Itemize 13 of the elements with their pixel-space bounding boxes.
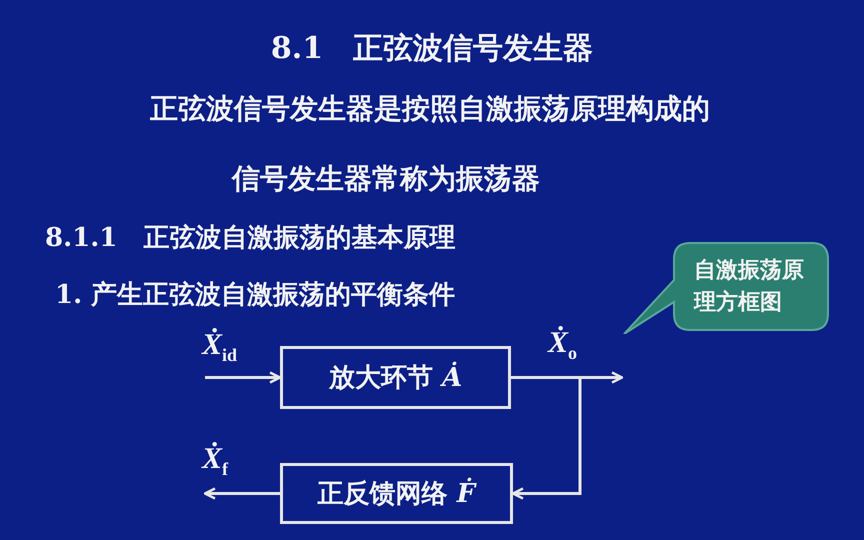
section-heading: 8.1.1 正弦波自激振荡的基本原理 — [45, 222, 456, 255]
feedback-box: 正反馈网络 Ḟ — [280, 463, 513, 524]
title: 8.1 正弦波信号发生器 — [270, 30, 594, 68]
amplifier-box: 放大环节 Ȧ — [280, 346, 511, 409]
arrow — [511, 376, 582, 500]
signal-label: Ẋ$_{id}$ — [202, 326, 238, 374]
arrow — [205, 371, 282, 384]
section-heading: 1. 产生正弦波自激振荡的平衡条件 — [55, 279, 456, 312]
arrow — [204, 487, 280, 500]
signal-label: Ẋ$_{o}$ — [548, 324, 578, 372]
signal-label: Ẋ$_{f}$ — [202, 440, 228, 488]
subtitle: 正弦波信号发生器是按照自激振荡原理构成的 — [150, 91, 710, 127]
subtitle: 信号发生器常称为振荡器 — [232, 161, 540, 197]
